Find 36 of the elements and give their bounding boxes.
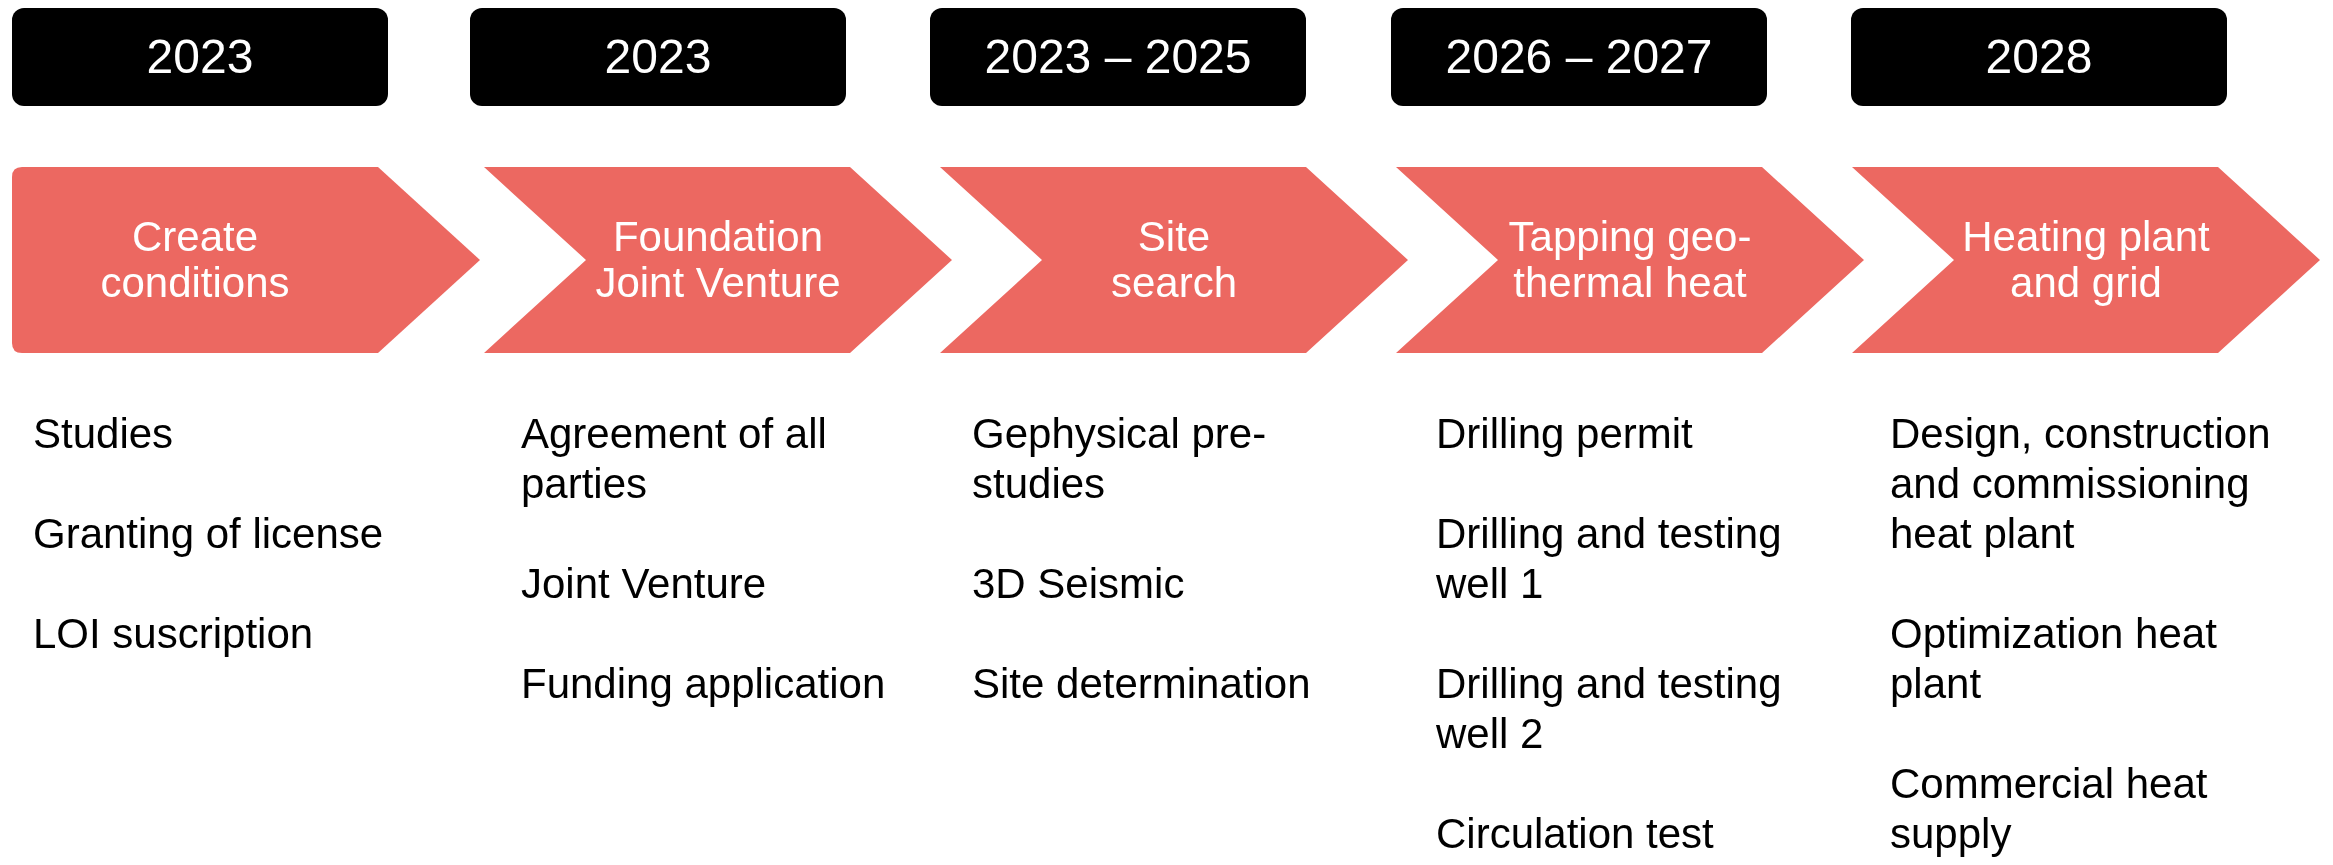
task-text: Drilling permit [1436, 409, 1694, 459]
task-text: Granting of license [33, 509, 385, 559]
step-title: Site search [1109, 214, 1239, 306]
task-text: Circulation test [1436, 809, 1715, 859]
year-box [930, 8, 1306, 106]
task-text: Drilling and testing well 2 [1436, 659, 1783, 759]
chevron-step [1852, 167, 2320, 353]
task-text: LOI suscription [33, 609, 315, 659]
task-text: 3D Seismic [972, 559, 1186, 609]
task-text: Studies [33, 409, 175, 459]
year-label: 2026 – 2027 [1445, 29, 1713, 85]
step-title: Foundation Joint Venture [594, 214, 842, 306]
task-text: Gephysical pre- studies [972, 409, 1268, 509]
task-text: Agreement of all parties [521, 409, 828, 509]
task-text: Optimization heat plant [1890, 609, 2218, 709]
year-label: 2023 [146, 29, 254, 85]
task-text: Drilling and testing well 1 [1436, 509, 1783, 609]
task-text: Joint Venture [521, 559, 768, 609]
year-label: 2023 – 2025 [984, 29, 1252, 85]
year-label: 2023 [604, 29, 712, 85]
year-box [1391, 8, 1767, 106]
year-box [1851, 8, 2227, 106]
step-title: Create conditions [99, 214, 291, 306]
step-title: Heating plant and grid [1961, 214, 2211, 306]
year-label: 2028 [1985, 29, 2093, 85]
task-text: Site determination [972, 659, 1312, 709]
task-text: Design, construction and commissioning heat plant [1890, 409, 2272, 559]
task-text: Commercial heat supply [1890, 759, 2209, 859]
chevron-step [484, 167, 952, 353]
task-text: Funding application [521, 659, 887, 709]
chevron-step [12, 167, 480, 353]
chevron-step [1396, 167, 1864, 353]
year-box [12, 8, 388, 106]
year-box [470, 8, 846, 106]
step-title: Tapping geo- thermal heat [1507, 214, 1753, 306]
chevron-step [940, 167, 1408, 353]
